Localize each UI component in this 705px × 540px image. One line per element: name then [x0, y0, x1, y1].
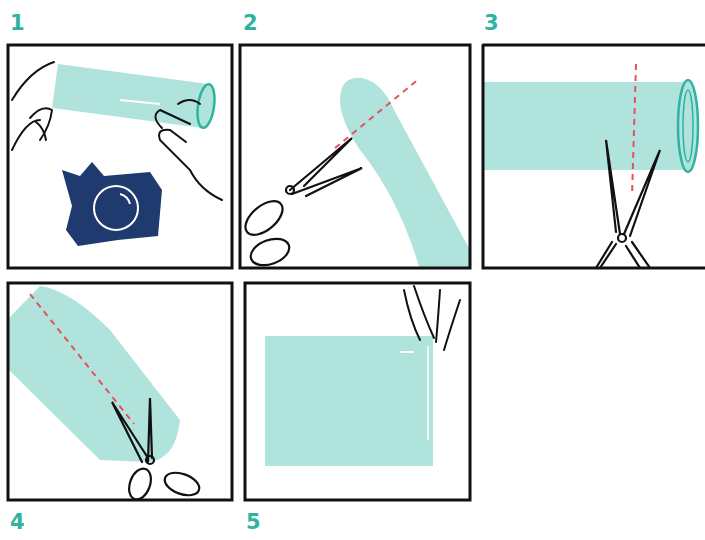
panel-art: [265, 286, 460, 466]
panel-art: [484, 64, 698, 267]
step-number: 5: [246, 512, 261, 533]
panel-art: [12, 62, 222, 246]
step-number: 4: [10, 512, 25, 533]
panel-art: [241, 78, 469, 267]
panel-frame: [8, 45, 705, 500]
step-number: 3: [484, 13, 499, 34]
step-number: 2: [243, 13, 258, 34]
step-number: 1: [10, 13, 25, 34]
panel-art: [9, 286, 202, 499]
